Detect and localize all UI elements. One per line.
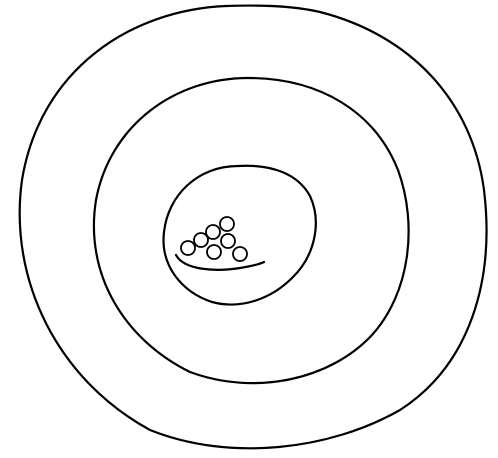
balls-group <box>181 217 247 261</box>
ball <box>181 241 195 255</box>
bowl-line <box>176 255 264 270</box>
middle-ring <box>94 78 409 383</box>
bowl-of-balls <box>176 217 264 270</box>
ball <box>221 234 235 248</box>
inner-ring <box>164 166 316 305</box>
ball <box>206 225 220 239</box>
ball <box>220 217 234 231</box>
ball <box>207 245 221 259</box>
outer-ring <box>20 6 487 449</box>
ball <box>233 247 247 261</box>
